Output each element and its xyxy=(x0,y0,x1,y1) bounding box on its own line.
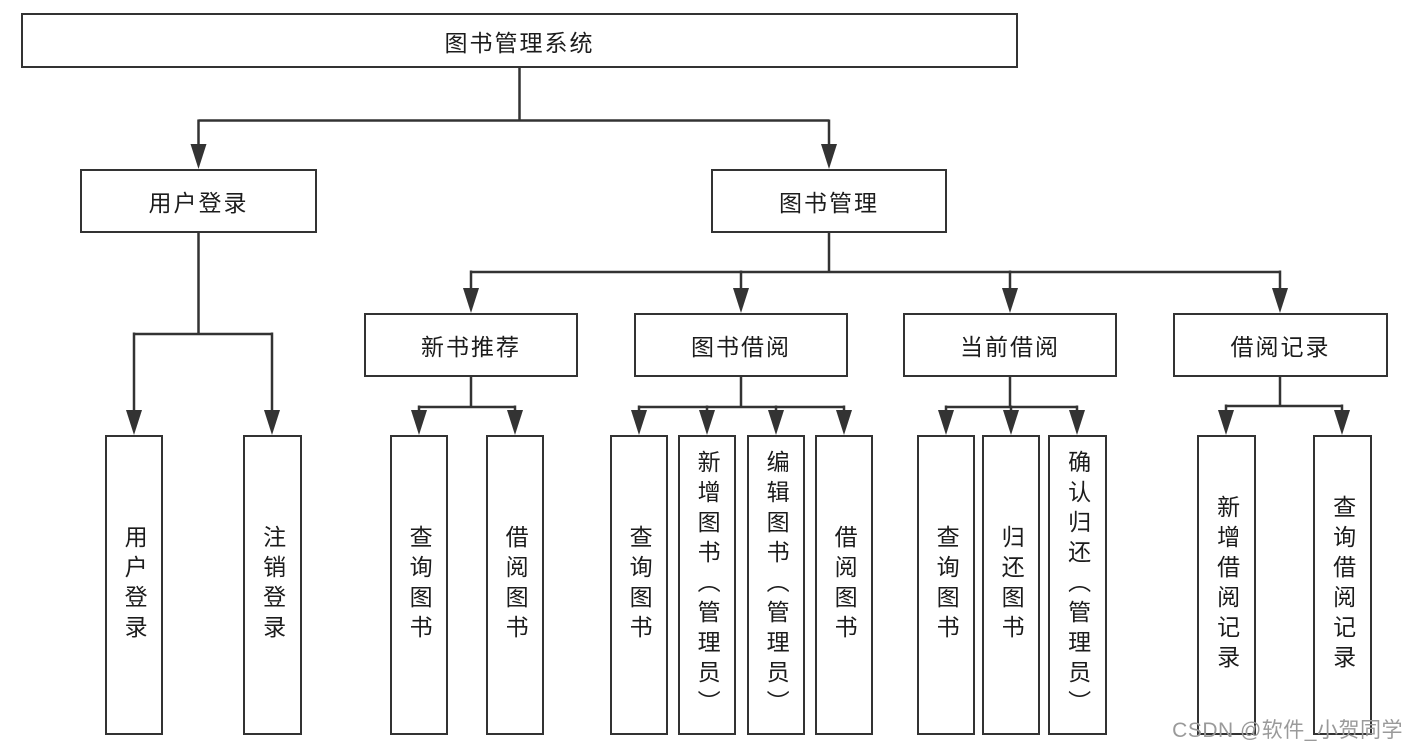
node-label: 查询图书 xyxy=(933,525,960,645)
node-label: 借阅记录 xyxy=(1230,334,1331,360)
node-current-borrowing: 当前借阅 xyxy=(903,313,1117,377)
node-label: 用户登录 xyxy=(148,190,249,216)
leaf-user-login: 用户登录 xyxy=(105,435,163,735)
leaf-borrow-books-recommend: 借阅图书 xyxy=(486,435,544,735)
leaf-query-books-recommend: 查询图书 xyxy=(390,435,448,735)
node-book-management: 图书管理 xyxy=(711,169,947,233)
node-label: 图书借阅 xyxy=(691,334,791,360)
node-borrowing-records: 借阅记录 xyxy=(1173,313,1388,377)
node-user-login-branch: 用户登录 xyxy=(80,169,317,233)
node-label: 图书管理系统 xyxy=(444,29,595,56)
leaf-borrow-books: 借阅图书 xyxy=(815,435,873,735)
node-label: 归还图书 xyxy=(998,525,1025,645)
node-label: 图书管理 xyxy=(779,190,879,216)
node-label: 借阅图书 xyxy=(831,525,858,645)
node-label: 当前借阅 xyxy=(960,334,1060,360)
node-label: 用户登录 xyxy=(121,525,148,645)
leaf-query-books-borrowing: 查询图书 xyxy=(610,435,668,735)
node-label: 编辑图书（管理员） xyxy=(763,450,790,720)
node-book-borrowing: 图书借阅 xyxy=(634,313,848,377)
leaf-add-borrow-record: 新增借阅记录 xyxy=(1197,435,1256,735)
leaf-confirm-return-admin: 确认归还（管理员） xyxy=(1048,435,1107,735)
leaf-query-books-current: 查询图书 xyxy=(917,435,975,735)
node-label: 查询图书 xyxy=(406,525,433,645)
node-label: 确认归还（管理员） xyxy=(1064,450,1091,720)
node-library-management-system: 图书管理系统 xyxy=(21,13,1018,68)
node-label: 新增图书（管理员） xyxy=(694,450,721,720)
leaf-edit-books-admin: 编辑图书（管理员） xyxy=(747,435,805,735)
node-label: 查询图书 xyxy=(626,525,653,645)
leaf-add-books-admin: 新增图书（管理员） xyxy=(678,435,736,735)
node-label: 查询借阅记录 xyxy=(1329,495,1356,675)
node-new-book-recommendation: 新书推荐 xyxy=(364,313,578,377)
leaf-return-books: 归还图书 xyxy=(982,435,1040,735)
leaf-query-borrow-record: 查询借阅记录 xyxy=(1313,435,1372,735)
node-label: 新增借阅记录 xyxy=(1213,495,1240,675)
csdn-watermark: CSDN @软件_小贺同学 xyxy=(1172,719,1403,742)
leaf-logout: 注销登录 xyxy=(243,435,302,735)
node-label: 注销登录 xyxy=(259,525,286,645)
node-label: 借阅图书 xyxy=(502,525,529,645)
node-label: 新书推荐 xyxy=(421,334,521,360)
